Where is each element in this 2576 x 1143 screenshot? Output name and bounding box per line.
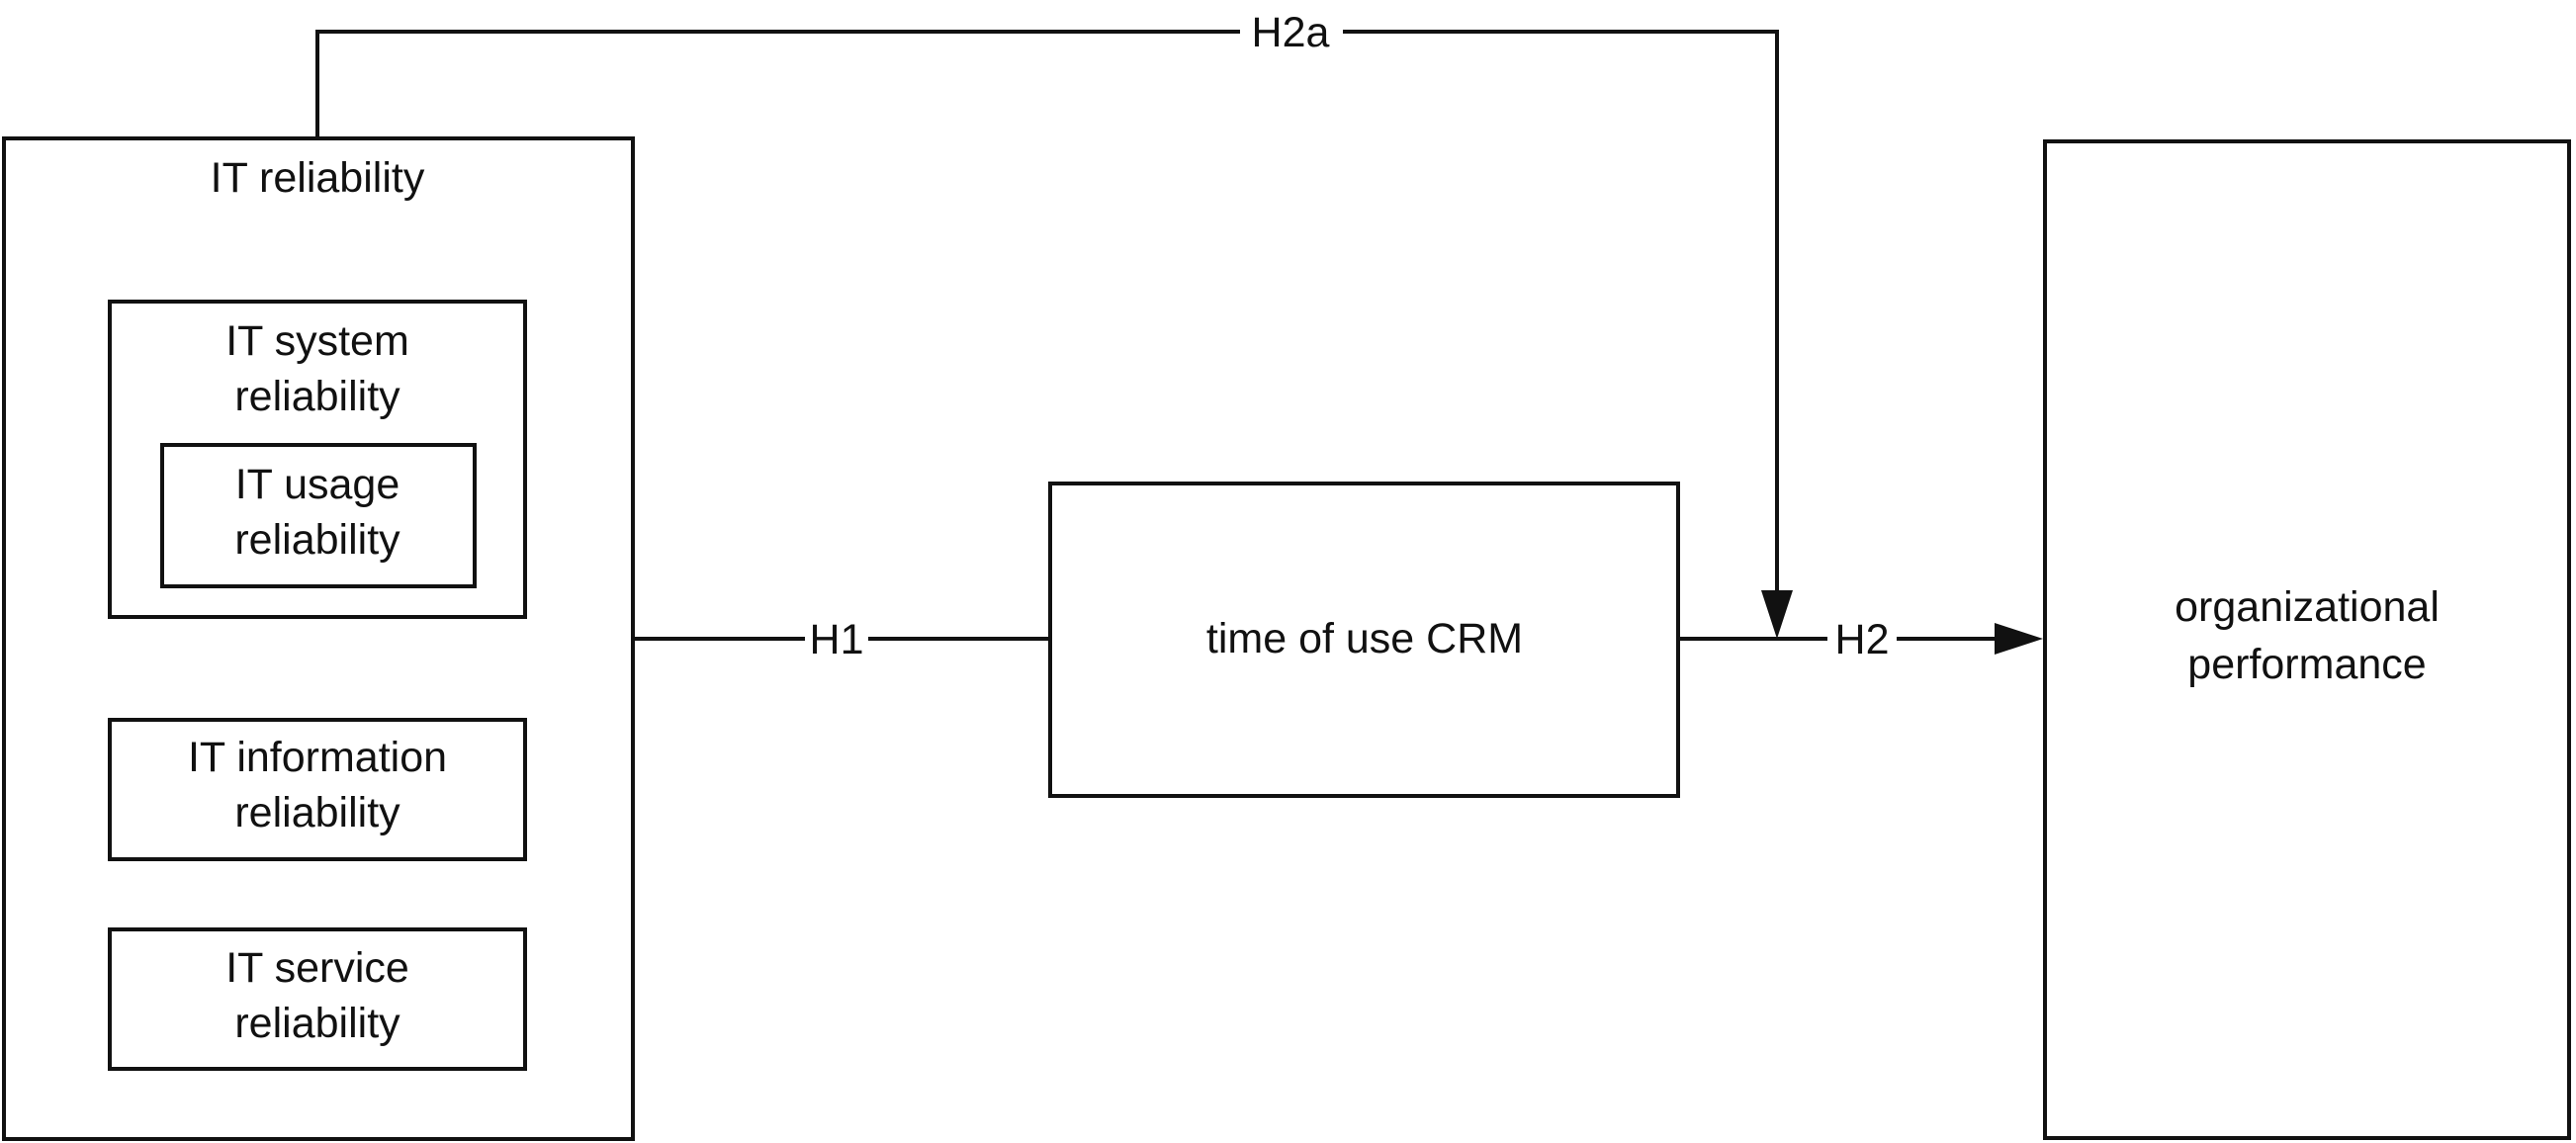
it-system-reliability-label: IT system [225, 317, 409, 365]
h2a-arrowhead [1761, 590, 1793, 639]
h2-label: H2 [1835, 616, 1890, 663]
it-usage-reliability-label: IT usage [235, 461, 400, 508]
it-information-reliability-label: reliability [234, 789, 400, 836]
organizational-performance-label: organizational [2175, 583, 2440, 631]
it-information-reliability-label: IT information [188, 734, 447, 781]
organizational-performance-label: performance [2187, 641, 2426, 688]
organizational-performance-box [2043, 139, 2571, 1140]
it-service-reliability-label: reliability [234, 1000, 400, 1047]
it-usage-reliability-box [160, 443, 477, 588]
it-system-reliability-label: reliability [234, 373, 400, 420]
time-of-use-crm-box [1048, 482, 1680, 798]
h1-label: H1 [810, 616, 864, 663]
it-reliability-label: IT reliability [211, 154, 425, 202]
h2-arrowhead [1995, 623, 2043, 655]
h2a-label: H2a [1252, 9, 1330, 56]
it-service-reliability-label: IT service [225, 944, 409, 992]
h2a-connector [315, 30, 1779, 598]
it-information-reliability-box [108, 718, 527, 861]
time-of-use-crm-label: time of use CRM [1206, 615, 1523, 662]
it-usage-reliability-label: reliability [234, 516, 400, 564]
it-service-reliability-box [108, 927, 527, 1071]
